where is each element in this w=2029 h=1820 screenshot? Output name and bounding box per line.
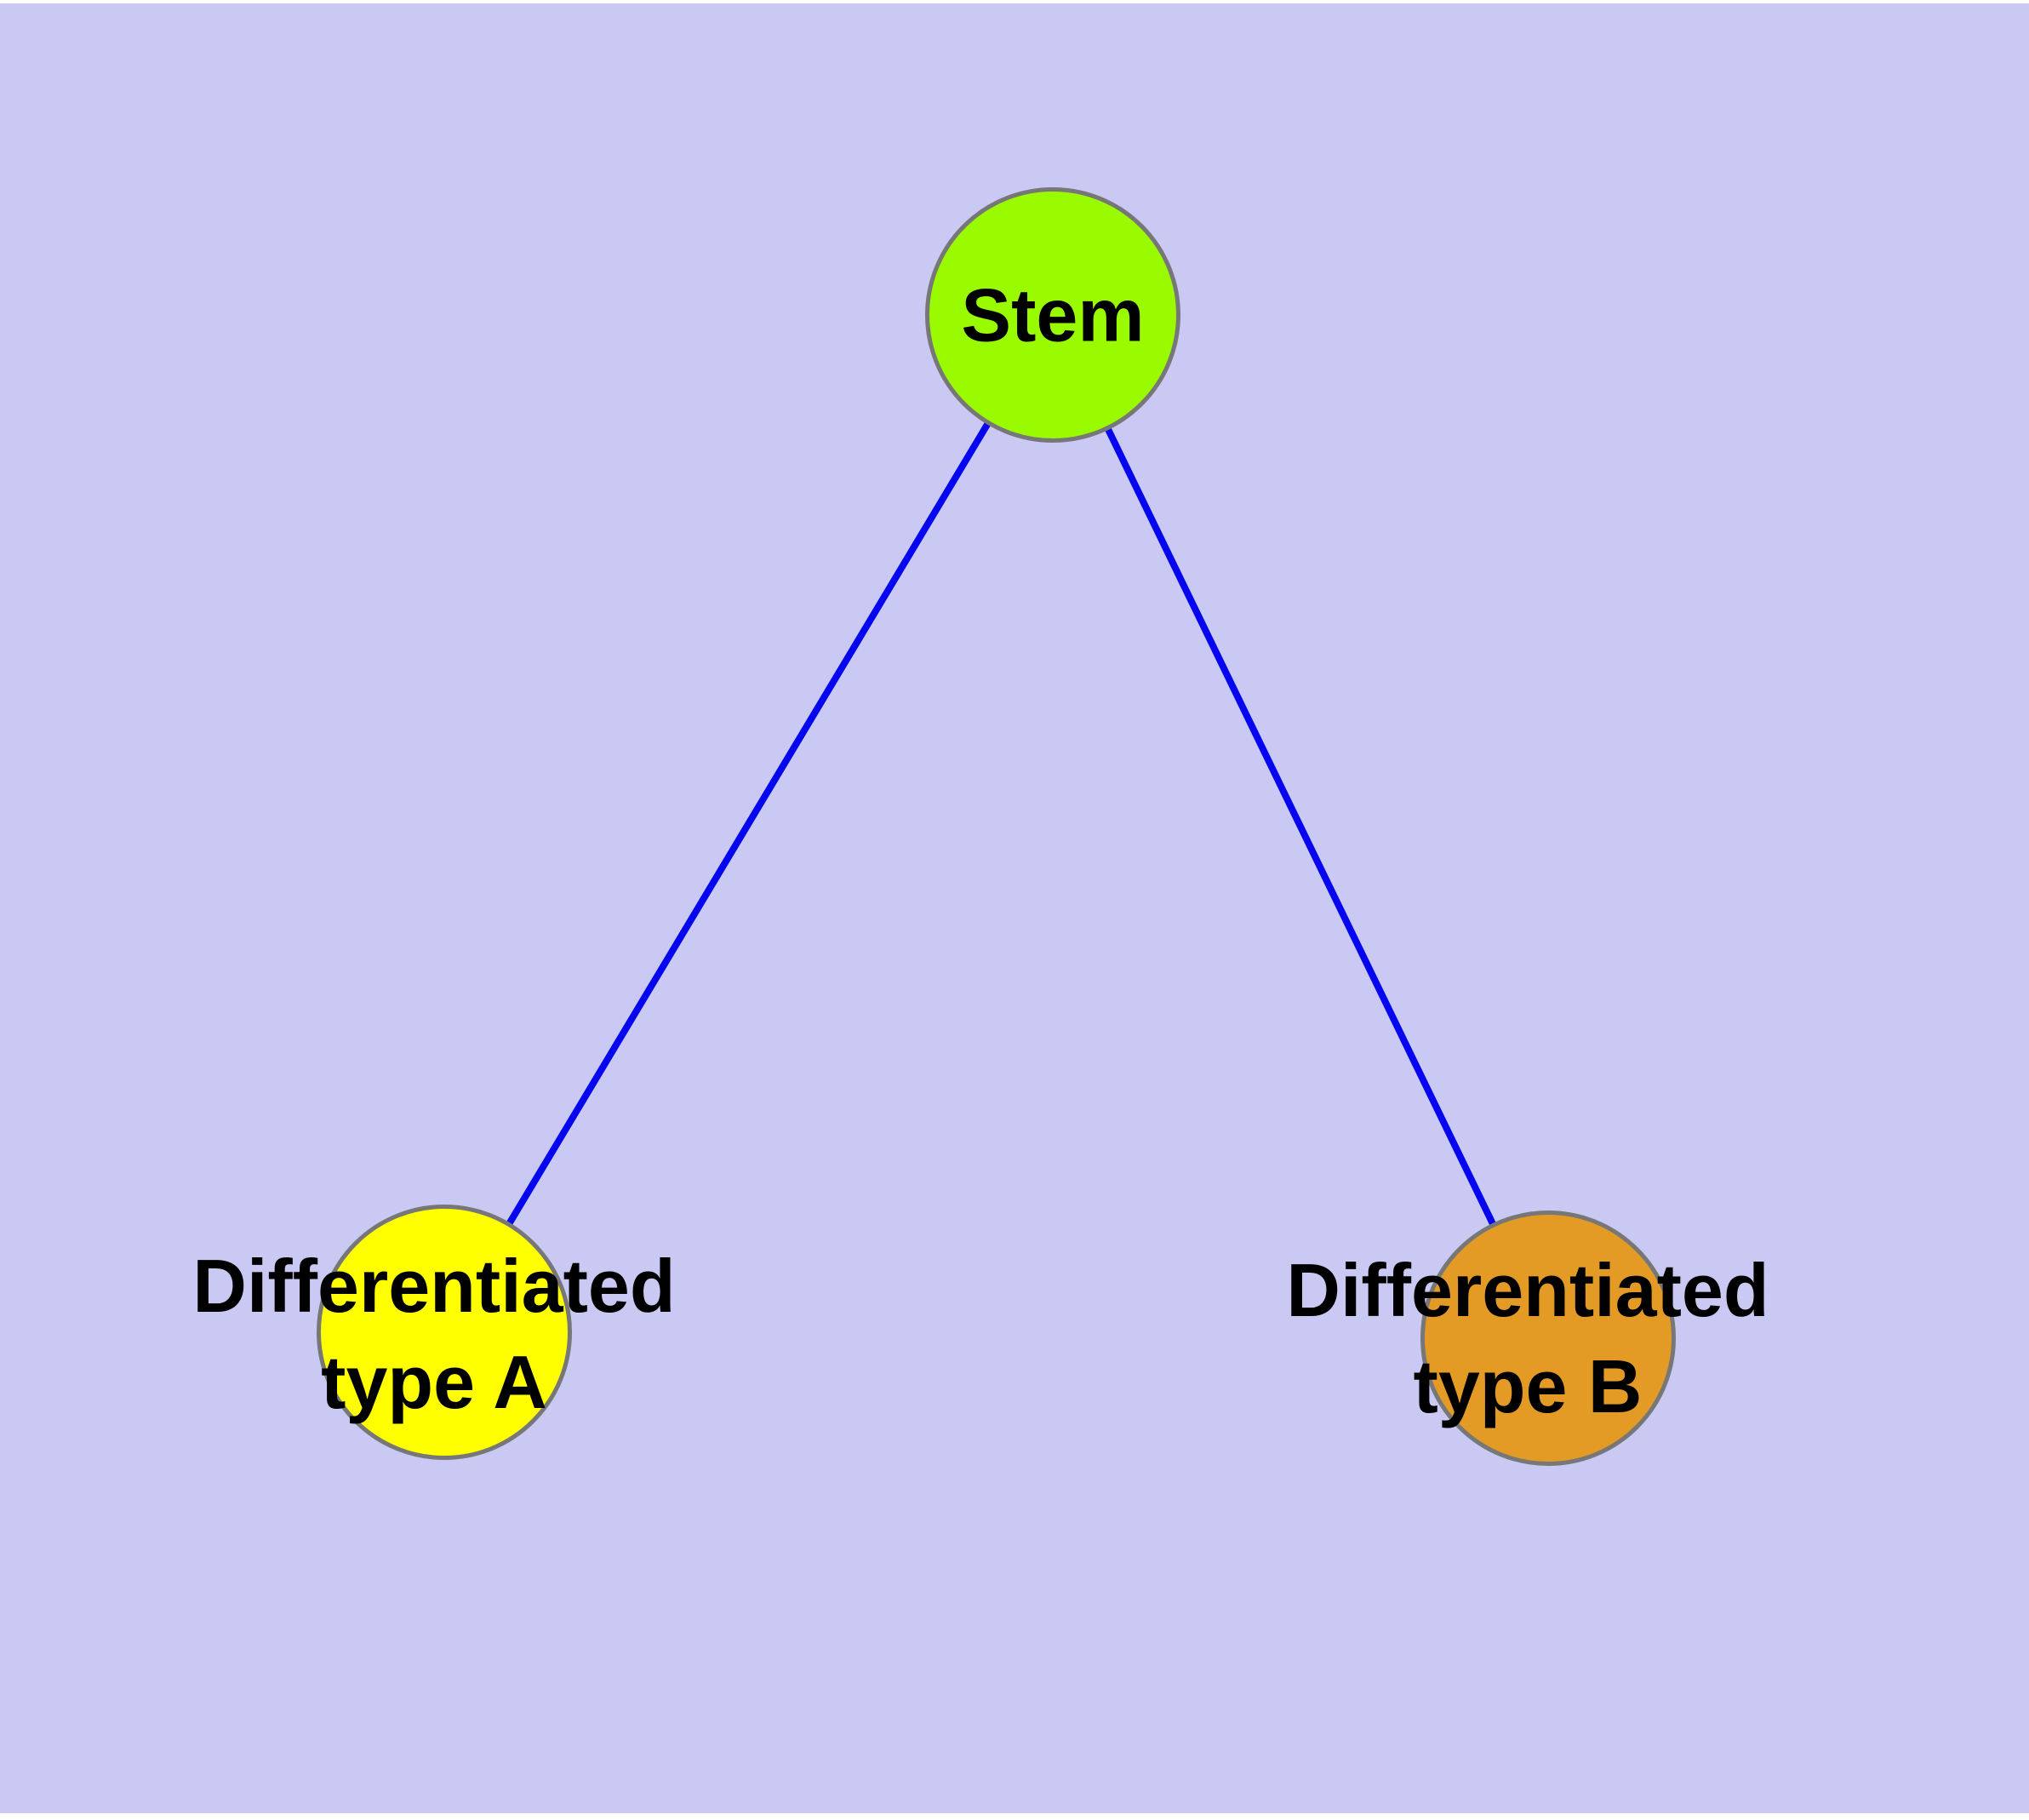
node-differentiated-type-a[interactable] [317,1205,572,1460]
edge-layer [441,312,1552,1340]
node-differentiated-type-a-label-line1: Differentiated [192,1244,676,1328]
edge-stem-to-typeB[interactable] [1049,313,1552,1340]
node-differentiated-type-b[interactable] [1420,1210,1676,1466]
node-differentiated-type-a-label-line2: type A [321,1340,547,1424]
node-stem[interactable] [925,187,1180,443]
graph-canvas: Stem Differentiated type A Differentiate… [0,3,2029,1813]
edge-stem-to-typeA[interactable] [441,312,1056,1335]
node-differentiated-type-b-label-line1: Differentiated [1286,1248,1769,1332]
node-differentiated-type-a-label: Differentiated type A [192,1238,675,1430]
node-differentiated-type-b-label-line2: type B [1413,1344,1643,1428]
node-differentiated-type-b-label: Differentiated type B [1286,1242,1769,1434]
node-stem-label: Stem [961,272,1145,358]
